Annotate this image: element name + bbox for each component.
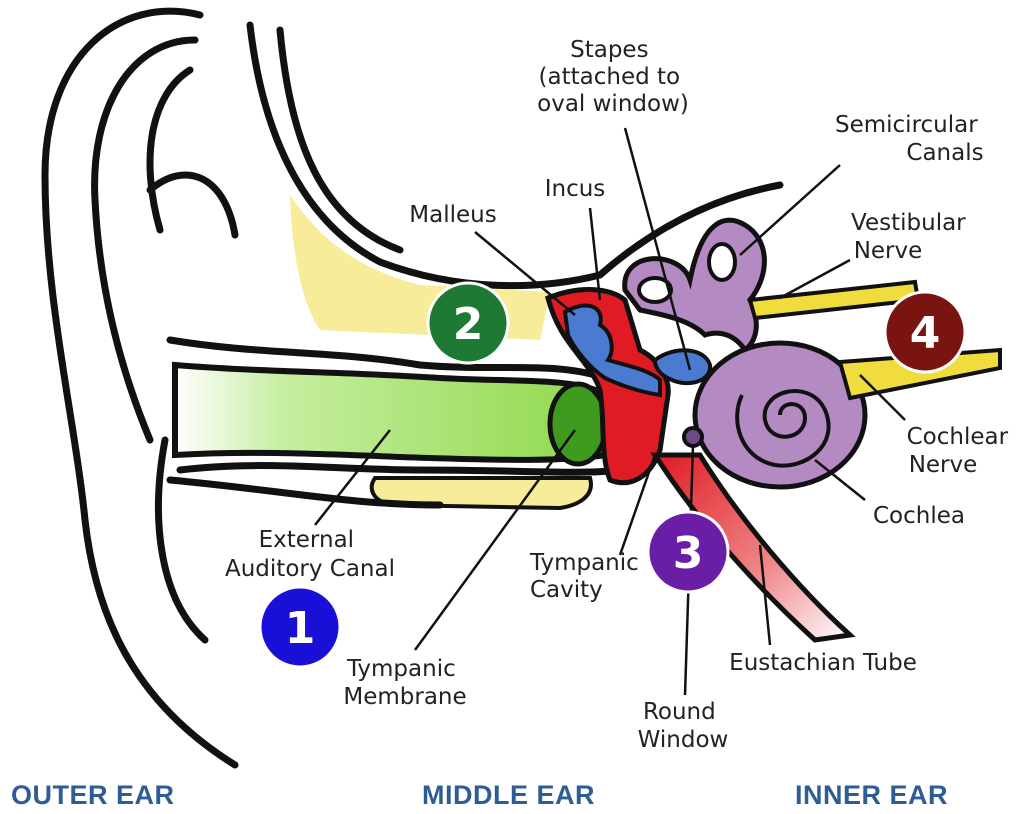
- label-incus: Incus: [545, 176, 606, 202]
- marker-1-number: 1: [285, 603, 316, 654]
- external-auditory-canal: [175, 365, 606, 460]
- marker-3-number: 3: [673, 528, 704, 579]
- marker-4: 4: [885, 292, 965, 372]
- marker-1: 1: [260, 587, 340, 667]
- label-tympanic-cavity: Tympanic Cavity: [529, 550, 646, 603]
- label-semicircular-canals: Semicircular Canals: [835, 112, 985, 166]
- label-eustachian-tube: Eustachian Tube: [729, 650, 917, 676]
- round-window-shape: [684, 428, 702, 446]
- marker-4-number: 4: [910, 308, 941, 359]
- label-external-auditory-canal: External Auditory Canal: [225, 527, 395, 582]
- region-inner-ear: INNER EAR: [795, 780, 948, 811]
- label-tympanic-membrane: Tympanic Membrane: [343, 656, 466, 710]
- label-cochlear-nerve: Cochlear Nerve: [907, 424, 1016, 478]
- label-round-window: Round Window: [638, 699, 729, 753]
- marker-3: 3: [648, 512, 728, 592]
- region-outer-ear: OUTER EAR: [11, 780, 175, 811]
- label-stapes: Stapes (attached to oval window): [537, 37, 689, 117]
- label-vestibular-nerve: Vestibular Nerve: [851, 210, 973, 264]
- marker-2-number: 2: [453, 299, 484, 350]
- label-malleus: Malleus: [409, 202, 496, 228]
- marker-2: 2: [428, 283, 508, 363]
- region-middle-ear: MIDDLE EAR: [422, 780, 595, 811]
- label-cochlea: Cochlea: [873, 503, 965, 529]
